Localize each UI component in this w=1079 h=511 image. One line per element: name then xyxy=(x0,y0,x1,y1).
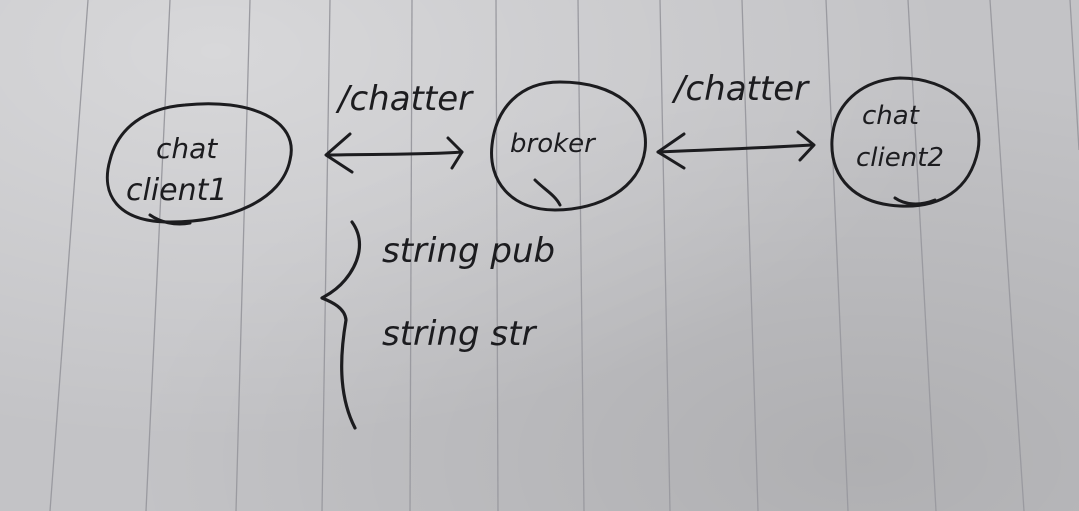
node-chat-client2: chat client2 xyxy=(830,76,981,208)
client2-label-line2: client2 xyxy=(856,143,944,173)
note-line-2: string str xyxy=(382,314,537,354)
broker-label: broker xyxy=(510,129,597,159)
note-line-1: string pub xyxy=(382,231,555,271)
edge-broker-client2: /chatter xyxy=(656,69,816,170)
message-notes: string pub string str xyxy=(320,220,555,430)
node-chat-client1: chat client1 xyxy=(105,102,293,226)
ruled-lines xyxy=(49,0,1079,511)
client1-label-line2: client1 xyxy=(126,173,227,208)
client1-label-line1: chat xyxy=(156,132,218,165)
edge-client1-broker: /chatter xyxy=(324,79,474,174)
client2-label-line1: chat xyxy=(862,101,920,131)
node-broker: broker xyxy=(490,80,647,212)
left-topic-label: /chatter xyxy=(335,79,474,119)
right-topic-label: /chatter xyxy=(671,69,810,109)
